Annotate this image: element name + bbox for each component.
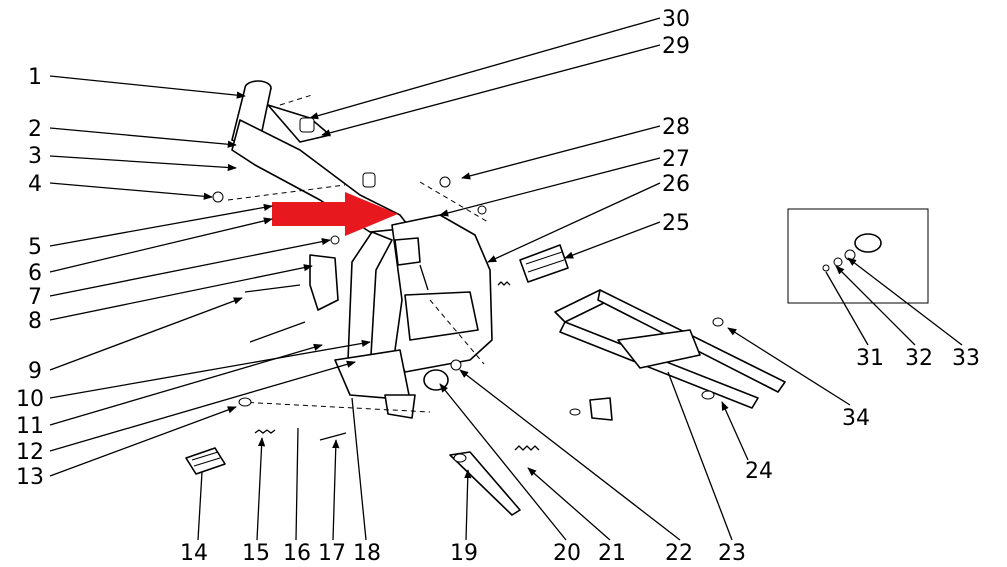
footpeg-right (519, 244, 569, 283)
callout-3: 3 (28, 144, 42, 169)
callout-labels: 1 2 3 4 5 6 7 8 9 10 11 12 13 14 15 16 1… (16, 7, 980, 566)
highlight-arrow (272, 192, 398, 236)
callout-32: 32 (905, 346, 933, 371)
callout-5: 5 (28, 235, 42, 260)
callout-29: 29 (662, 34, 690, 59)
callout-17: 17 (318, 541, 346, 566)
callout-12: 12 (16, 440, 44, 465)
callout-8: 8 (28, 309, 42, 334)
leader-lines (49, 17, 963, 541)
callout-6: 6 (28, 261, 42, 286)
callout-14: 14 (180, 541, 208, 566)
callout-4: 4 (28, 172, 42, 197)
swingarm (554, 289, 786, 421)
callout-23: 23 (718, 541, 746, 566)
callout-15: 15 (242, 541, 270, 566)
callout-1: 1 (28, 65, 42, 90)
callout-18: 18 (353, 541, 381, 566)
callout-2: 2 (28, 117, 42, 142)
springs (254, 281, 540, 451)
callout-20: 20 (553, 541, 581, 566)
callout-19: 19 (450, 541, 478, 566)
callout-30: 30 (662, 7, 690, 32)
callout-7: 7 (28, 285, 42, 310)
callout-26: 26 (662, 172, 690, 197)
footpeg-left (185, 447, 226, 475)
callout-33: 33 (952, 346, 980, 371)
callout-24: 24 (745, 459, 773, 484)
callout-13: 13 (16, 465, 44, 490)
callout-9: 9 (28, 359, 42, 384)
callout-34: 34 (842, 406, 870, 431)
callout-21: 21 (598, 541, 626, 566)
callout-22: 22 (665, 541, 693, 566)
callout-31: 31 (856, 346, 884, 371)
callout-27: 27 (662, 147, 690, 172)
callout-16: 16 (283, 541, 311, 566)
callout-11: 11 (16, 414, 44, 439)
side-stand (449, 451, 521, 516)
callout-28: 28 (662, 115, 690, 140)
callout-25: 25 (662, 211, 690, 236)
fasteners (212, 117, 487, 441)
callout-10: 10 (16, 387, 44, 412)
